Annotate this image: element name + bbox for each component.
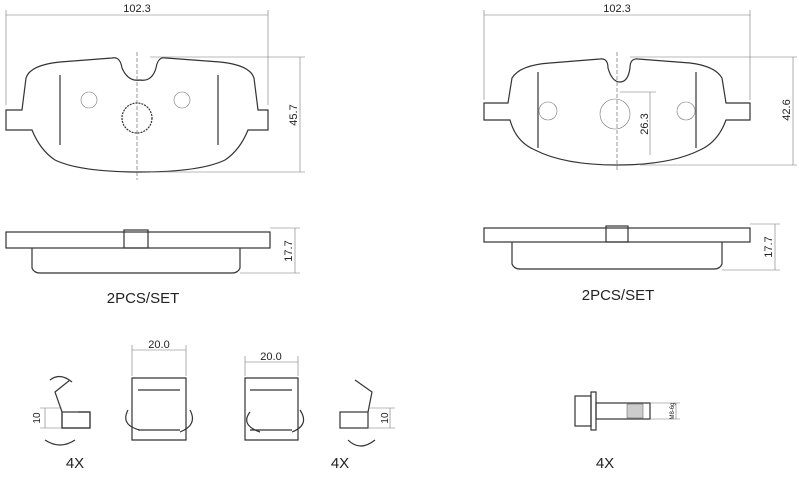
clip-b: 20.0 10 4X — [244, 351, 395, 472]
right-pad-side-view: 17.7 2PCS/SET — [483, 223, 780, 304]
clip-a: 10 20.0 4X — [32, 339, 193, 472]
clip-b-width-dim-2: 20.0 — [260, 351, 281, 363]
right-height-dim: 42.6 — [781, 99, 793, 120]
right-width-dim: 102.3 — [603, 3, 631, 15]
clip-a-height-dim: 10 — [32, 412, 43, 424]
left-pad-side-view: 17.7 2PCS/SET — [5, 227, 300, 307]
right-qty-label: 2PCS/SET — [582, 287, 655, 304]
right-thickness-dim: 17.7 — [763, 236, 775, 257]
left-qty-label: 2PCS/SET — [107, 290, 180, 307]
clip-b-height-dim: 10 — [380, 412, 391, 424]
left-thickness-dim: 17.7 — [283, 240, 295, 261]
left-height-dim: 45.7 — [288, 104, 300, 125]
clip-b-width-dim-1: 20.0 — [148, 339, 169, 351]
bolt-thread-label: M8-6g — [670, 402, 676, 419]
clip-b-qty: 4X — [331, 455, 349, 472]
bolt-qty: 4X — [596, 455, 614, 472]
clip-a-qty: 4X — [66, 455, 84, 472]
left-width-dim: 102.3 — [123, 3, 151, 15]
left-pad-front-view: 102.3 45.7 — [5, 3, 305, 180]
guide-bolt: M8-6g 4X — [574, 391, 680, 472]
right-pad-front-view: 102.3 42.6 26.3 — [483, 3, 797, 172]
right-center-dim: 26.3 — [639, 113, 651, 134]
